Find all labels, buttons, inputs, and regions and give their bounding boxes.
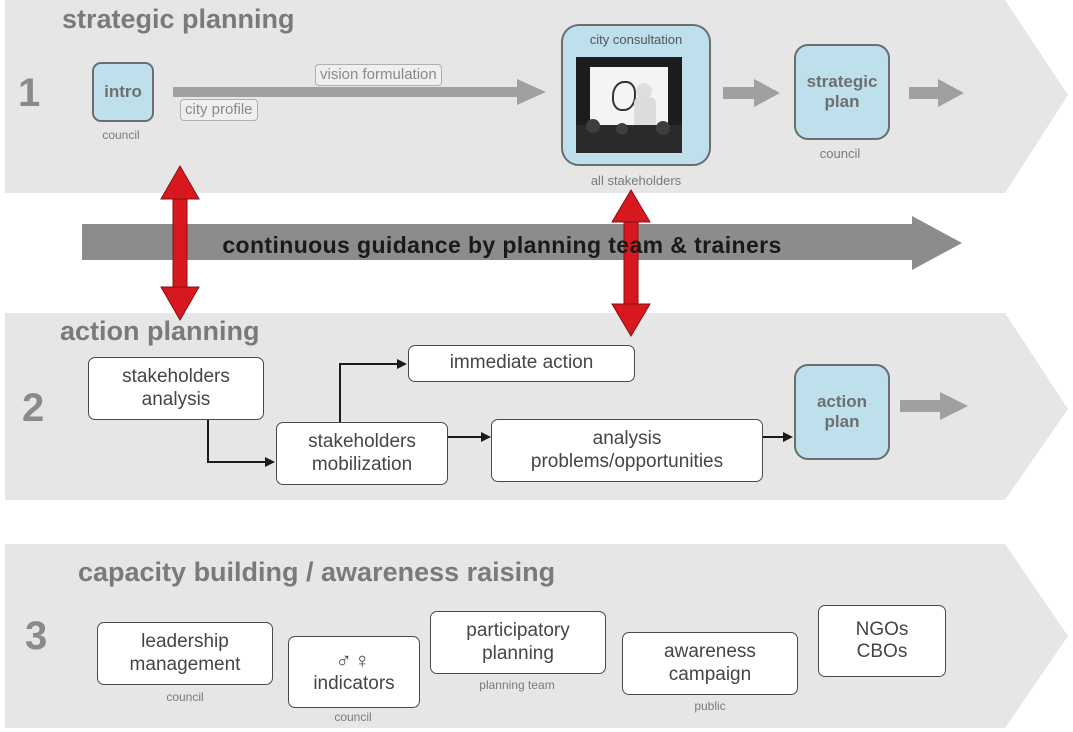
presenter-head [636,83,652,99]
indicators-label: indicators [313,672,395,694]
vision-arrow [173,79,546,105]
to-strategic-arrow [723,79,780,107]
band-1-number: 1 [18,71,41,115]
leadership-actor: council [166,690,204,704]
band-3-title: capacity building / awareness raising [78,557,556,587]
strategic-plan-actor: council [819,146,861,161]
participatory-actor: planning team [479,678,555,692]
stakeholders-mobilization-box: stakeholders mobilization [276,422,448,485]
strategic-plan-box: strategic plan [794,44,890,140]
intro-label: intro [104,81,142,101]
audience-head [656,121,670,135]
action-plan-line2: plan [824,412,860,431]
guidance-label: continuous guidance by planning team & t… [222,232,782,258]
band-2-title: action planning [60,316,260,346]
awareness-actor: public [694,699,726,713]
intro-box: intro [92,62,154,122]
city-consultation-label: city consultation [589,32,683,47]
after-action-plan-arrow [900,392,968,420]
action-plan-box: action plan [794,364,890,460]
consultation-photo [576,57,682,153]
connector-analysis-to-mobilization [207,419,275,467]
indicators-box: ♂♀ indicators [288,636,420,708]
immediate-action-box: immediate action [408,345,635,382]
presenter-body [634,97,656,127]
city-profile-tag: city profile [180,99,258,121]
action-plan-line1: action [816,391,868,411]
flipchart-drawing [612,81,636,111]
participatory-planning-box: participatory planning [430,611,606,674]
strategic-plan-line1: strategic [806,71,878,91]
indicators-actor: council [334,710,372,724]
strategic-plan-line2: plan [824,92,860,111]
audience-head [586,119,600,133]
audience-head [616,123,628,135]
vision-formulation-tag: vision formulation [315,64,442,86]
red-double-arrow-right [611,189,651,337]
band-3-number: 3 [25,614,48,658]
stakeholders-analysis-box: stakeholders analysis [88,357,264,420]
ngos-cbos-box: NGOs CBOs [818,605,946,677]
gender-symbols-icon: ♂♀ [335,647,373,673]
connector-mobilization-to-immediate [339,359,407,428]
awareness-campaign-box: awareness campaign [622,632,798,695]
leadership-management-box: leadership management [97,622,273,685]
band-1-title: strategic planning [62,4,295,34]
guidance-arrow [82,216,962,270]
after-strategic-arrow [909,79,964,107]
red-double-arrow-left [160,164,200,322]
intro-actor: council [102,128,140,142]
band-2-number: 2 [22,386,45,430]
city-consultation-actor: all stakeholders [590,173,682,188]
problems-opportunities-box: analysis problems/opportunities [491,419,763,482]
